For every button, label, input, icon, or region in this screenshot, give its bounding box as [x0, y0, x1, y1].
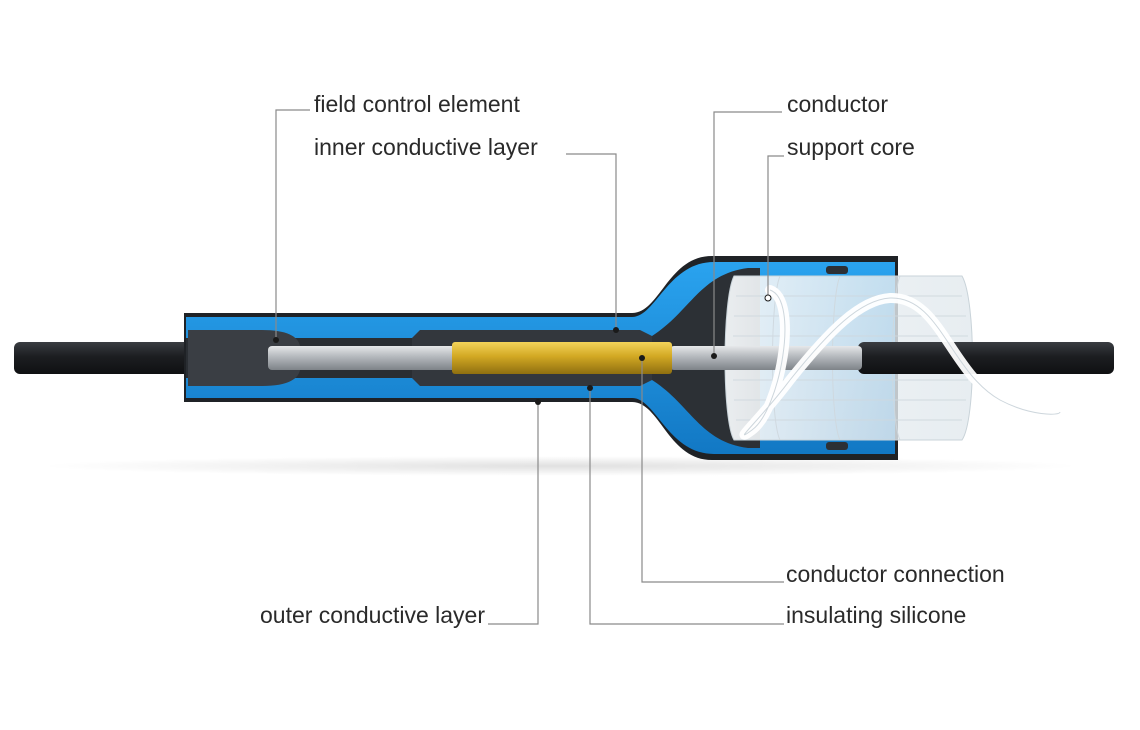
leader-insulating-silicone	[589, 388, 784, 625]
label-conductor: conductor	[787, 91, 888, 117]
label-field-control-element: field control element	[314, 91, 520, 117]
cable-right	[858, 342, 1114, 374]
ground-shadow	[40, 456, 1080, 476]
support-core-spiral-edge	[744, 289, 1061, 436]
leader-conductor	[713, 111, 782, 356]
label-support-core: support core	[787, 134, 915, 160]
field-control-left	[188, 330, 300, 386]
dot-conductor-connection	[639, 355, 645, 361]
leader-inner-conductive-layer	[566, 153, 617, 330]
label-conductor-connection: conductor connection	[786, 561, 1005, 587]
dot-inner-conductive-layer	[613, 327, 619, 333]
label-insulating-silicone: insulating silicone	[786, 602, 966, 628]
leader-lines	[275, 109, 784, 625]
label-outer-conductive-layer: outer conductive layer	[260, 602, 485, 628]
dot-field-control-element	[273, 337, 279, 343]
leader-outer-conductive-layer	[488, 402, 539, 625]
dot-outer-conductive-layer	[535, 399, 541, 405]
dot-conductor	[711, 353, 717, 359]
leader-support-core	[767, 155, 784, 298]
dot-support-core	[764, 294, 772, 302]
field-control-right-top	[826, 266, 848, 274]
cable-left	[14, 342, 214, 374]
leader-conductor-connection	[641, 358, 784, 583]
conductor-left	[268, 346, 458, 370]
leader-field-control-element	[275, 109, 310, 340]
conductor-right	[670, 346, 862, 370]
dot-insulating-silicone	[587, 385, 593, 391]
label-inner-conductive-layer: inner conductive layer	[314, 134, 538, 160]
field-control-right-bottom	[826, 442, 848, 450]
conductor-connection-sleeve	[452, 342, 672, 374]
